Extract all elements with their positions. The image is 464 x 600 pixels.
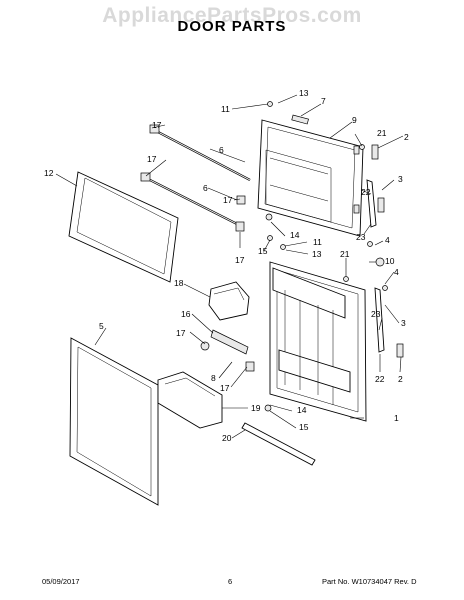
callout-2: 2 (404, 132, 409, 142)
fresh-food-door-gasket (69, 337, 159, 506)
shelf-clips (140, 124, 255, 372)
callout-17: 17 (152, 120, 162, 130)
callout-23: 23 (356, 232, 366, 242)
callout-6: 6 (203, 183, 208, 193)
footer-page: 6 (228, 577, 233, 586)
callout-19: 19 (251, 403, 261, 413)
callout-18: 18 (174, 278, 184, 288)
callout-6: 6 (219, 145, 224, 155)
leader-lines (55, 94, 404, 439)
callout-9: 9 (352, 115, 357, 125)
callout-16: 16 (181, 309, 191, 319)
shelf-trim (210, 329, 249, 355)
watermark: AppliancePartsPros.com (102, 4, 362, 27)
callout-23: 23 (371, 309, 381, 319)
callout-3: 3 (401, 318, 406, 328)
callout-7: 7 (321, 96, 326, 106)
callout-10: 10 (385, 256, 395, 266)
callout-17: 17 (147, 154, 157, 164)
callout-22: 22 (361, 187, 371, 197)
shelf-rods (149, 131, 251, 228)
callout-1: 1 (394, 413, 399, 423)
callout-4: 4 (394, 267, 399, 277)
callout-13: 13 (299, 88, 309, 98)
footer-part-number: Part No. W10734047 Rev. D (322, 577, 417, 586)
callout-21: 21 (340, 249, 350, 259)
callout-17: 17 (176, 328, 186, 338)
callout-17: 17 (220, 383, 230, 393)
callout-20: 20 (222, 433, 232, 443)
callout-11: 11 (313, 237, 322, 247)
freezer-door (257, 114, 364, 237)
door-strip (241, 422, 316, 466)
callout-21: 21 (377, 128, 387, 138)
callout-labels: 1 2 2 3 3 4 4 5 6 6 7 8 9 10 11 11 12 13… (44, 88, 409, 443)
callout-3: 3 (398, 174, 403, 184)
callout-5: 5 (99, 321, 104, 331)
door-bin (157, 371, 223, 429)
callout-2: 2 (398, 374, 403, 384)
fresh-food-door (269, 261, 367, 422)
callout-12: 12 (44, 168, 54, 178)
callout-17: 17 (235, 255, 245, 265)
callout-15: 15 (299, 422, 309, 432)
dairy-door (208, 281, 250, 321)
callout-14: 14 (297, 405, 307, 415)
callout-14: 14 (290, 230, 300, 240)
callout-11: 11 (221, 104, 230, 114)
freezer-door-gasket (68, 171, 179, 283)
page-title: DOOR PARTS (177, 18, 287, 35)
callout-8: 8 (211, 373, 216, 383)
footer-date: 05/09/2017 (42, 577, 80, 586)
callout-15: 15 (258, 246, 268, 256)
callout-22: 22 (375, 374, 385, 384)
callout-13: 13 (312, 249, 322, 259)
callout-4: 4 (385, 235, 390, 245)
callout-17: 17 (223, 195, 233, 205)
hinge-hardware (264, 101, 404, 412)
